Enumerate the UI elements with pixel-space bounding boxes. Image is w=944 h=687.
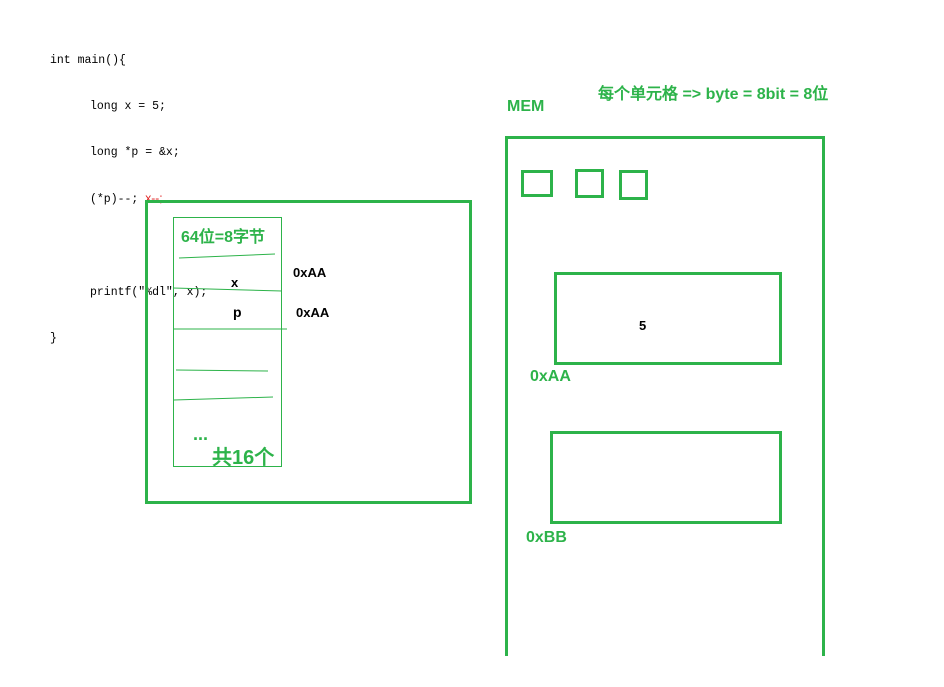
slot-x-address: 0xAA	[293, 265, 327, 280]
slot-line-5	[173, 396, 274, 401]
register-count: 共16个	[212, 447, 275, 469]
memory-block-aa-value: 5	[639, 318, 647, 333]
cell-size-note: 每个单元格 => byte = 8bit = 8位	[598, 86, 829, 103]
register-column	[173, 217, 282, 467]
code-line-printf: printf("%dl", x);	[90, 285, 208, 299]
code-line-main: int main(){	[50, 53, 126, 67]
slot-line-4	[175, 369, 269, 372]
code-decrement: (*p)--;	[90, 193, 139, 207]
memory-block-aa	[554, 272, 782, 365]
code-line-close: }	[50, 332, 57, 346]
register-ellipsis: ...	[193, 424, 209, 444]
memory-cell-2	[575, 169, 604, 198]
register-outer-box	[145, 200, 472, 504]
memory-frame	[505, 136, 825, 656]
code-snippet: int main(){ long x = 5; long *p = &x; (*…	[50, 22, 207, 362]
slot-line-2	[172, 287, 283, 292]
code-line-declare-x: long x = 5;	[90, 100, 166, 114]
memory-cell-3	[619, 170, 648, 200]
slot-p-address: 0xAA	[296, 305, 330, 320]
register-width-label: 64位=8字节	[181, 229, 266, 246]
slot-x-label: x	[231, 275, 239, 290]
code-line-declare-p: long *p = &x;	[90, 146, 180, 160]
memory-cell-1	[521, 170, 553, 197]
memory-block-bb	[550, 431, 782, 524]
slot-p-label: p	[233, 304, 242, 320]
mem-label: MEM	[507, 98, 545, 115]
memory-block-aa-address: 0xAA	[530, 368, 571, 385]
memory-block-bb-address: 0xBB	[526, 529, 567, 546]
slot-line-1	[178, 253, 276, 259]
